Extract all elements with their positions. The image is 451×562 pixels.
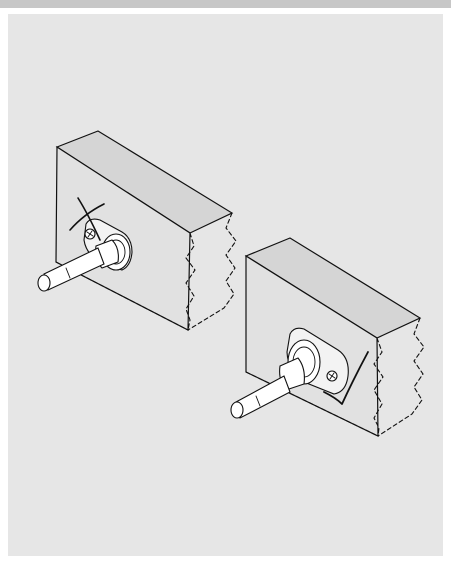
- left-block-broken-edge-back: [187, 212, 237, 331]
- right-shaft-tip: [230, 401, 244, 419]
- right-shaft: [235, 375, 291, 419]
- header-strip: [0, 0, 451, 8]
- left-block-broken-edge: [185, 232, 196, 331]
- cross-mark-icon: [69, 197, 105, 241]
- check-mark-icon: [323, 351, 369, 405]
- right-block-broken-edge-back: [377, 317, 425, 437]
- correct-mounting-example: [230, 237, 425, 437]
- left-shaft-tip: [37, 274, 51, 292]
- right-block-broken-edge: [373, 337, 384, 437]
- right-block-bottom-edge: [245, 371, 379, 437]
- incorrect-mounting-example: [37, 130, 237, 331]
- illustration-panel: [8, 14, 443, 556]
